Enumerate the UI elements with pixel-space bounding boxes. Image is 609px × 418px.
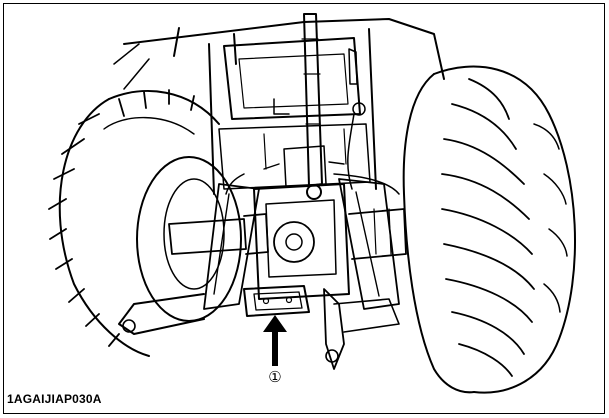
callout-label: ① [268,369,281,386]
left-lift-arm [118,183,260,335]
left-rear-tire [48,89,220,357]
figure-code: 1AGAIJIAP030A [7,392,102,406]
right-rear-tire [402,65,577,394]
top-link [301,13,323,200]
right-lift-arm [323,178,400,370]
rear-axle-housing [253,145,407,300]
callout-marker: ① [268,369,281,386]
cab-frame [113,18,445,195]
drawbar-plate [243,285,310,317]
left-wheel-hub [136,156,269,322]
figure-frame: ① [3,3,605,414]
callout-arrow [263,315,287,366]
hydraulic-hoses [225,113,400,195]
tractor-rear-illustration: ① [48,13,577,394]
